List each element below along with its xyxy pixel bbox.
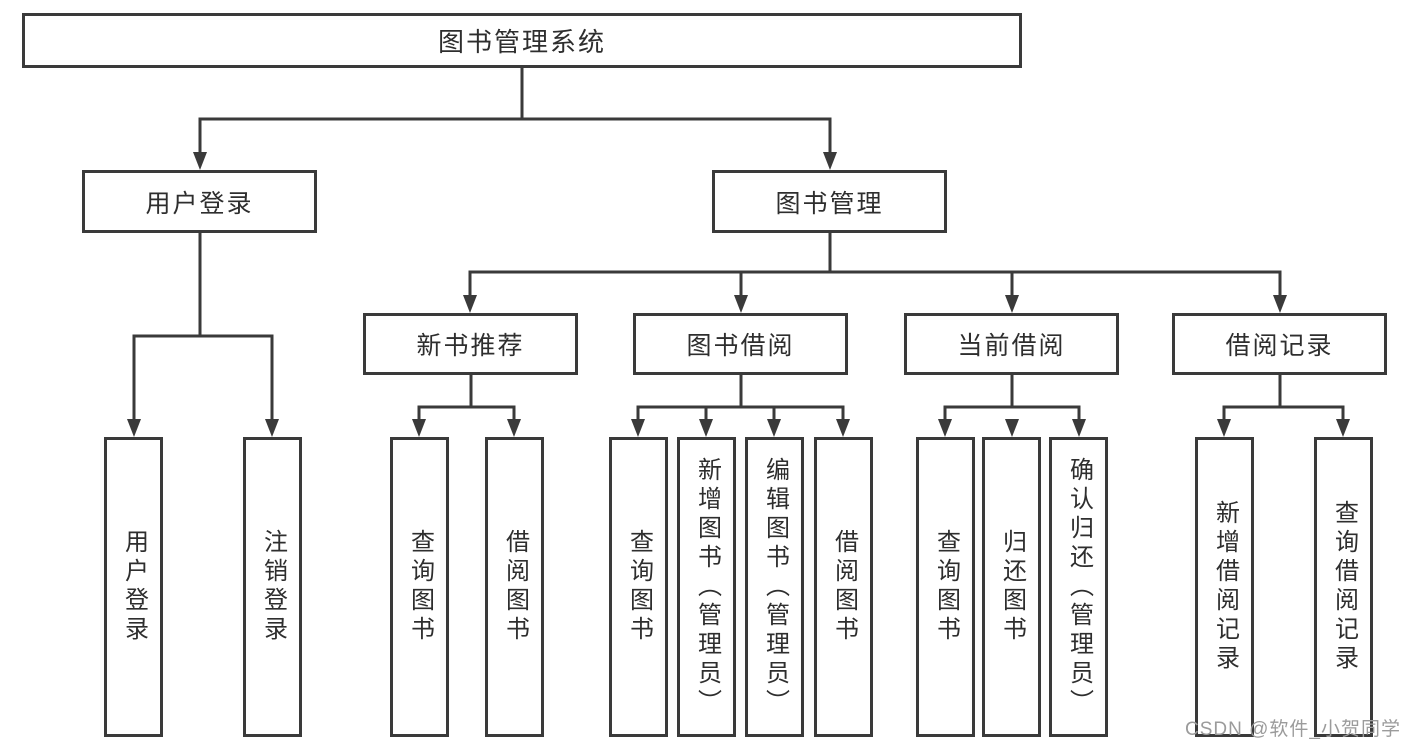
arrow-icon <box>767 419 781 437</box>
node-book-borrow: 图书借阅 <box>633 313 848 375</box>
arrow-icon <box>1072 419 1086 437</box>
leaf-label: 查询图书 <box>932 529 960 645</box>
arrow-icon <box>412 419 426 437</box>
leaf-edit-book-admin: 编辑图书（管理员） <box>745 437 804 737</box>
arrow-icon <box>463 295 477 313</box>
leaf-query-books-current: 查询图书 <box>916 437 975 737</box>
leaf-label: 查询图书 <box>625 529 653 645</box>
leaf-logout: 注销登录 <box>243 437 302 737</box>
arrow-icon <box>1005 419 1019 437</box>
arrow-icon <box>127 419 141 437</box>
leaf-label: 确认归还（管理员） <box>1065 456 1093 718</box>
node-borrow-records: 借阅记录 <box>1172 313 1387 375</box>
connector-bookmgmt-branch <box>468 270 1282 296</box>
arrow-icon <box>1273 295 1287 313</box>
arrow-icon <box>836 419 850 437</box>
connector-borrow-branch <box>636 375 845 420</box>
connector-records-branch <box>1222 375 1345 420</box>
arrow-icon <box>1217 419 1231 437</box>
leaf-borrow-books: 借阅图书 <box>814 437 873 737</box>
node-root: 图书管理系统 <box>22 13 1022 68</box>
leaf-confirm-return-admin: 确认归还（管理员） <box>1049 437 1108 737</box>
leaf-user-login: 用户登录 <box>104 437 163 737</box>
arrow-icon <box>631 419 645 437</box>
leaf-query-borrow-record: 查询借阅记录 <box>1314 437 1373 737</box>
connector-newbook-branch <box>417 375 516 420</box>
node-user-login: 用户登录 <box>82 170 317 233</box>
leaf-return-book: 归还图书 <box>982 437 1041 737</box>
leaf-label: 编辑图书（管理员） <box>761 456 789 718</box>
arrow-icon <box>265 419 279 437</box>
leaf-label: 查询借阅记录 <box>1330 500 1358 674</box>
leaf-query-books-newrec: 查询图书 <box>390 437 449 737</box>
leaf-label: 用户登录 <box>120 529 148 645</box>
arrow-icon <box>193 152 207 170</box>
connector-root-branch <box>198 117 832 153</box>
connector-userlogin-branch <box>132 334 274 420</box>
leaf-borrow-books-newrec: 借阅图书 <box>485 437 544 737</box>
leaf-label: 注销登录 <box>259 529 287 645</box>
leaf-label: 新增借阅记录 <box>1211 500 1239 674</box>
arrow-icon <box>1005 295 1019 313</box>
leaf-label: 借阅图书 <box>830 529 858 645</box>
connector-current-branch <box>943 375 1081 420</box>
leaf-add-borrow-record: 新增借阅记录 <box>1195 437 1254 737</box>
leaf-label: 借阅图书 <box>501 529 529 645</box>
node-book-mgmt: 图书管理 <box>712 170 947 233</box>
arrow-icon <box>507 419 521 437</box>
leaf-label: 新增图书（管理员） <box>693 456 721 718</box>
arrow-icon <box>823 152 837 170</box>
node-new-book-rec: 新书推荐 <box>363 313 578 375</box>
leaf-query-books-borrow: 查询图书 <box>609 437 668 737</box>
watermark: CSDN @软件_小贺同学 <box>1185 719 1401 740</box>
arrowheads <box>127 152 1350 437</box>
arrow-icon <box>699 419 713 437</box>
leaf-label: 归还图书 <box>998 529 1026 645</box>
arrow-icon <box>938 419 952 437</box>
node-current-borrow: 当前借阅 <box>904 313 1119 375</box>
arrow-icon <box>1336 419 1350 437</box>
arrow-icon <box>734 295 748 313</box>
leaf-add-book-admin: 新增图书（管理员） <box>677 437 736 737</box>
leaf-label: 查询图书 <box>406 529 434 645</box>
